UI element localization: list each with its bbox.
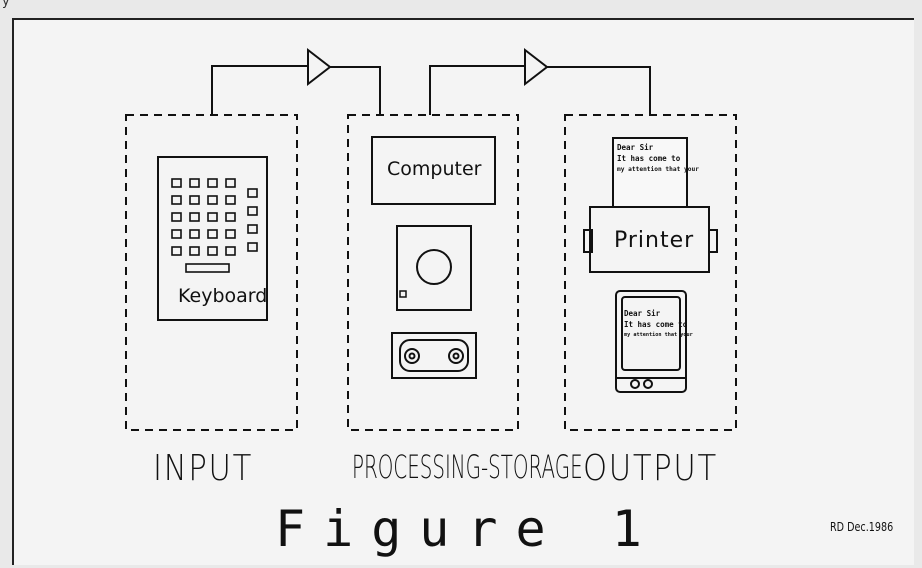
keyboard-key <box>189 246 200 256</box>
cassette-tape-icon <box>391 332 477 379</box>
screen-letter-line: Dear Sir <box>624 309 661 318</box>
page-top-word: y <box>2 0 11 9</box>
printer-label: Printer <box>614 228 695 253</box>
keyboard-key <box>189 178 200 188</box>
monitor-knob <box>643 379 653 389</box>
computer-label: Computer <box>387 158 482 180</box>
disk-drive-hub <box>416 249 452 285</box>
screen-letter-line: my attention that your <box>624 332 693 338</box>
keyboard-key <box>171 246 182 256</box>
figure-caption: Figure 1 <box>275 500 660 558</box>
printed-letter-line: my attention that your <box>617 166 699 173</box>
keyboard-key <box>207 195 218 205</box>
keyboard-key <box>189 212 200 222</box>
keyboard-key <box>225 195 236 205</box>
date-stamp: RD Dec.1986 <box>830 520 894 534</box>
printed-page <box>612 137 688 211</box>
printed-letter-line: It has come to <box>617 154 681 163</box>
connector-input-to-processing <box>211 65 308 115</box>
keyboard-key <box>247 224 258 234</box>
keyboard-key <box>171 212 182 222</box>
cassette-left-reel <box>404 348 420 364</box>
connector-amp1-out <box>330 66 381 115</box>
keyboard-key <box>225 229 236 239</box>
stage-label-output: OUTPUT <box>583 448 718 489</box>
keyboard-key <box>247 242 258 252</box>
screen-letter: Dear Sir It has come to my attention tha… <box>624 308 693 341</box>
cassette-window <box>399 339 469 372</box>
keyboard-label: Keyboard <box>178 285 268 307</box>
figure-frame <box>12 18 914 565</box>
amplifier-triangle-icon <box>307 47 332 87</box>
stage-label-processing: PROCESSING-STORAGE <box>352 448 583 486</box>
computer-box <box>371 136 496 205</box>
keyboard-key <box>171 195 182 205</box>
connector-amp2-out <box>547 66 651 115</box>
monitor-screen <box>621 296 681 371</box>
printer-right-knob <box>708 229 718 253</box>
keyboard-keys <box>171 178 258 273</box>
amplifier-triangle-icon <box>524 47 549 87</box>
stage-label-input: INPUT <box>153 448 253 489</box>
keyboard-key <box>247 206 258 216</box>
connector-processing-to-output <box>429 65 525 115</box>
disk-drive-index-hole <box>399 290 407 298</box>
keyboard-key <box>225 178 236 188</box>
printed-letter-line: Dear Sir <box>617 143 654 152</box>
printer-left-knob <box>583 229 593 253</box>
keyboard-key <box>171 229 182 239</box>
screen-letter-line: It has come to <box>624 320 688 329</box>
monitor-icon <box>615 290 687 393</box>
keyboard-key <box>207 212 218 222</box>
processing-stage-box <box>347 114 519 431</box>
printed-letter: Dear Sir It has come to my attention tha… <box>617 142 699 175</box>
keyboard-key <box>189 229 200 239</box>
keyboard-key <box>207 229 218 239</box>
monitor-knob <box>630 379 640 389</box>
keyboard-key <box>225 246 236 256</box>
keyboard-key <box>207 178 218 188</box>
keyboard-key <box>171 178 182 188</box>
keyboard-body <box>157 156 268 321</box>
keyboard-key <box>207 246 218 256</box>
disk-drive-icon <box>396 225 472 311</box>
keyboard-key <box>189 195 200 205</box>
keyboard-key <box>225 212 236 222</box>
cassette-right-reel <box>448 348 464 364</box>
keyboard-key <box>247 188 258 198</box>
page-top-strip: y <box>0 0 922 14</box>
keyboard-spacebar <box>185 263 230 273</box>
